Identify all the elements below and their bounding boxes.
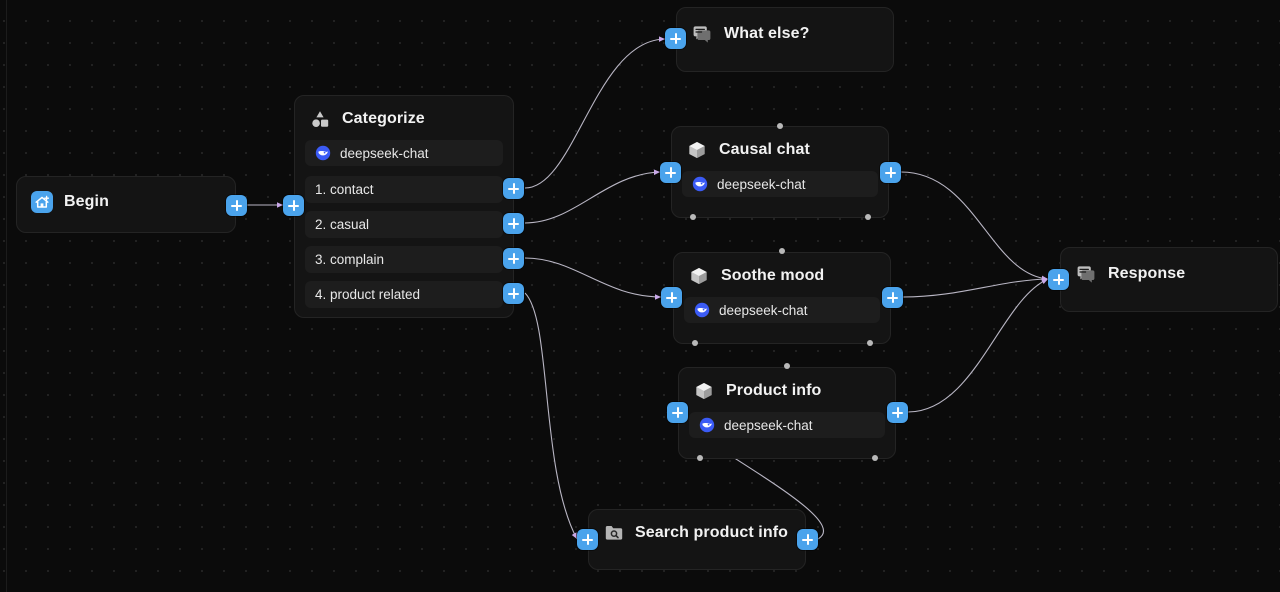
soothe-mood-model-name: deepseek-chat — [719, 302, 808, 318]
node-begin[interactable]: Begin — [16, 176, 236, 233]
causal-chat-bottom-handle-left[interactable] — [690, 214, 696, 220]
product-info-bottom-handle-right[interactable] — [872, 455, 878, 461]
category-row-3[interactable]: 3. complain — [305, 246, 503, 273]
product-info-input-plus-button[interactable] — [667, 402, 688, 423]
begin-title-row: Begin — [17, 177, 235, 223]
category-label-1: 1. contact — [315, 182, 374, 197]
response-title-row: Response — [1061, 248, 1277, 295]
category-row-4[interactable]: 4. product related — [305, 281, 503, 308]
soothe-mood-input-plus-button[interactable] — [661, 287, 682, 308]
node-soothe-mood[interactable]: Soothe mood deepseek-chat — [673, 252, 891, 344]
category-label-2: 2. casual — [315, 217, 370, 232]
soothe-mood-top-handle[interactable] — [779, 248, 785, 254]
node-categorize[interactable]: Categorize deepseek-chat 1. contact 2. c… — [294, 95, 514, 318]
edge-complain-to-soothemood — [524, 257, 662, 300]
edge-contact-to-whatelse — [524, 36, 666, 189]
what-else-title-row: What else? — [677, 8, 893, 55]
what-else-input-plus-button[interactable] — [665, 28, 686, 49]
category-label-4: 4. product related — [315, 287, 421, 302]
causal-chat-model-name: deepseek-chat — [717, 176, 806, 192]
soothe-mood-bottom-handle-right[interactable] — [867, 340, 873, 346]
shapes-icon — [309, 108, 331, 130]
node-response[interactable]: Response — [1060, 247, 1278, 312]
causal-chat-top-handle[interactable] — [777, 123, 783, 129]
node-search-product-info[interactable]: Search product info — [588, 509, 806, 570]
node-causal-chat[interactable]: Causal chat deepseek-chat — [671, 126, 889, 218]
begin-title: Begin — [64, 193, 109, 210]
search-product-info-title: Search product info — [635, 524, 789, 541]
search-product-info-title-row: Search product info — [589, 510, 805, 554]
causal-chat-title-row: Causal chat — [672, 127, 888, 171]
causal-chat-output-plus-button[interactable] — [880, 162, 901, 183]
soothe-mood-bottom-handle-left[interactable] — [692, 340, 698, 346]
category-1-output-plus-button[interactable] — [503, 178, 524, 199]
product-info-bottom-handle-left[interactable] — [697, 455, 703, 461]
category-label-3: 3. complain — [315, 252, 385, 267]
product-info-title: Product info — [726, 382, 822, 399]
message-icon — [1075, 263, 1097, 285]
response-input-plus-button[interactable] — [1048, 269, 1069, 290]
category-row-1[interactable]: 1. contact — [305, 176, 503, 203]
product-info-model-name: deepseek-chat — [724, 417, 813, 433]
response-title: Response — [1108, 265, 1186, 282]
causal-chat-input-plus-button[interactable] — [660, 162, 681, 183]
categorize-title: Categorize — [342, 110, 425, 127]
what-else-title: What else? — [724, 25, 810, 42]
canvas-left-rail — [6, 0, 7, 592]
message-icon — [691, 23, 713, 45]
category-2-output-plus-button[interactable] — [503, 213, 524, 234]
causal-chat-model-row[interactable]: deepseek-chat — [682, 171, 878, 197]
soothe-mood-title-row: Soothe mood — [674, 253, 890, 297]
search-product-info-input-plus-button[interactable] — [577, 529, 598, 550]
edge-productinfo-to-response — [907, 278, 1049, 413]
product-info-output-plus-button[interactable] — [887, 402, 908, 423]
category-row-2[interactable]: 2. casual — [305, 211, 503, 238]
categorize-title-row: Categorize — [295, 96, 513, 140]
causal-chat-bottom-handle-right[interactable] — [865, 214, 871, 220]
soothe-mood-title: Soothe mood — [721, 267, 825, 284]
cube-icon — [693, 380, 715, 402]
search-product-info-output-plus-button[interactable] — [797, 529, 818, 550]
node-what-else[interactable]: What else? — [676, 7, 894, 72]
node-product-info[interactable]: Product info deepseek-chat — [678, 367, 896, 459]
edge-soothemood-to-response — [902, 276, 1049, 298]
causal-chat-title: Causal chat — [719, 141, 810, 158]
product-info-title-row: Product info — [679, 368, 895, 412]
categorize-model-name: deepseek-chat — [340, 145, 429, 161]
category-3-output-plus-button[interactable] — [503, 248, 524, 269]
begin-output-plus-button[interactable] — [226, 195, 247, 216]
deepseek-whale-icon — [694, 302, 710, 318]
home-icon — [31, 191, 53, 213]
folder-search-icon — [603, 522, 625, 544]
soothe-mood-model-row[interactable]: deepseek-chat — [684, 297, 880, 323]
deepseek-whale-icon — [692, 176, 708, 192]
edge-casual-to-causalchat — [524, 169, 661, 224]
edge-causalchat-to-response — [900, 171, 1049, 282]
categorize-model-row[interactable]: deepseek-chat — [305, 140, 503, 166]
cube-icon — [688, 265, 710, 287]
cube-icon — [686, 139, 708, 161]
soothe-mood-output-plus-button[interactable] — [882, 287, 903, 308]
deepseek-whale-icon — [699, 417, 715, 433]
product-info-top-handle[interactable] — [784, 363, 790, 369]
category-4-output-plus-button[interactable] — [503, 283, 524, 304]
categorize-input-plus-button[interactable] — [283, 195, 304, 216]
product-info-model-row[interactable]: deepseek-chat — [689, 412, 885, 438]
edge-productrelated-to-searchproduct — [524, 292, 578, 540]
deepseek-whale-icon — [315, 145, 331, 161]
